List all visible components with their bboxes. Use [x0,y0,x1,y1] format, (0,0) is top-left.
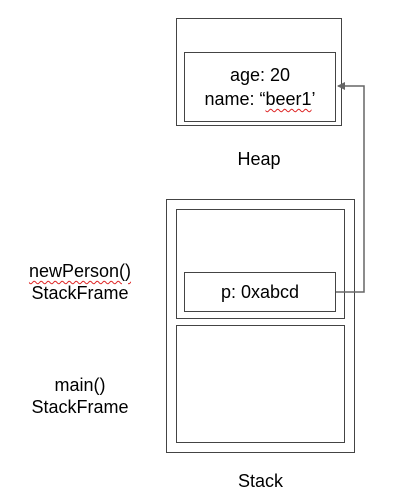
frame-label-newperson: newPerson() StackFrame [10,260,150,304]
heap-object-age: age: 20 [229,65,291,85]
heap-object-name-value: beer1 [265,89,312,109]
stack-variable-p [184,272,336,312]
heap-object-name-suffix: ’ [311,89,316,109]
stack-variable-p-label: p: 0xabcd [220,282,300,302]
heap-object-name: name: “beer1’ [184,88,336,110]
frame-label-main-type: StackFrame [31,397,129,417]
frame-label-main-name: main() [54,375,106,395]
frame-label-newperson-type: StackFrame [31,283,129,303]
heap-object-name-prefix: name: “ [204,89,266,109]
stack-label: Stack [237,471,284,491]
stack-frame-main [176,325,345,443]
frame-label-newperson-name: newPerson() [28,261,132,281]
heap-label: Heap [237,149,281,169]
heap-object [184,52,336,122]
frame-label-main: main() StackFrame [10,374,150,418]
